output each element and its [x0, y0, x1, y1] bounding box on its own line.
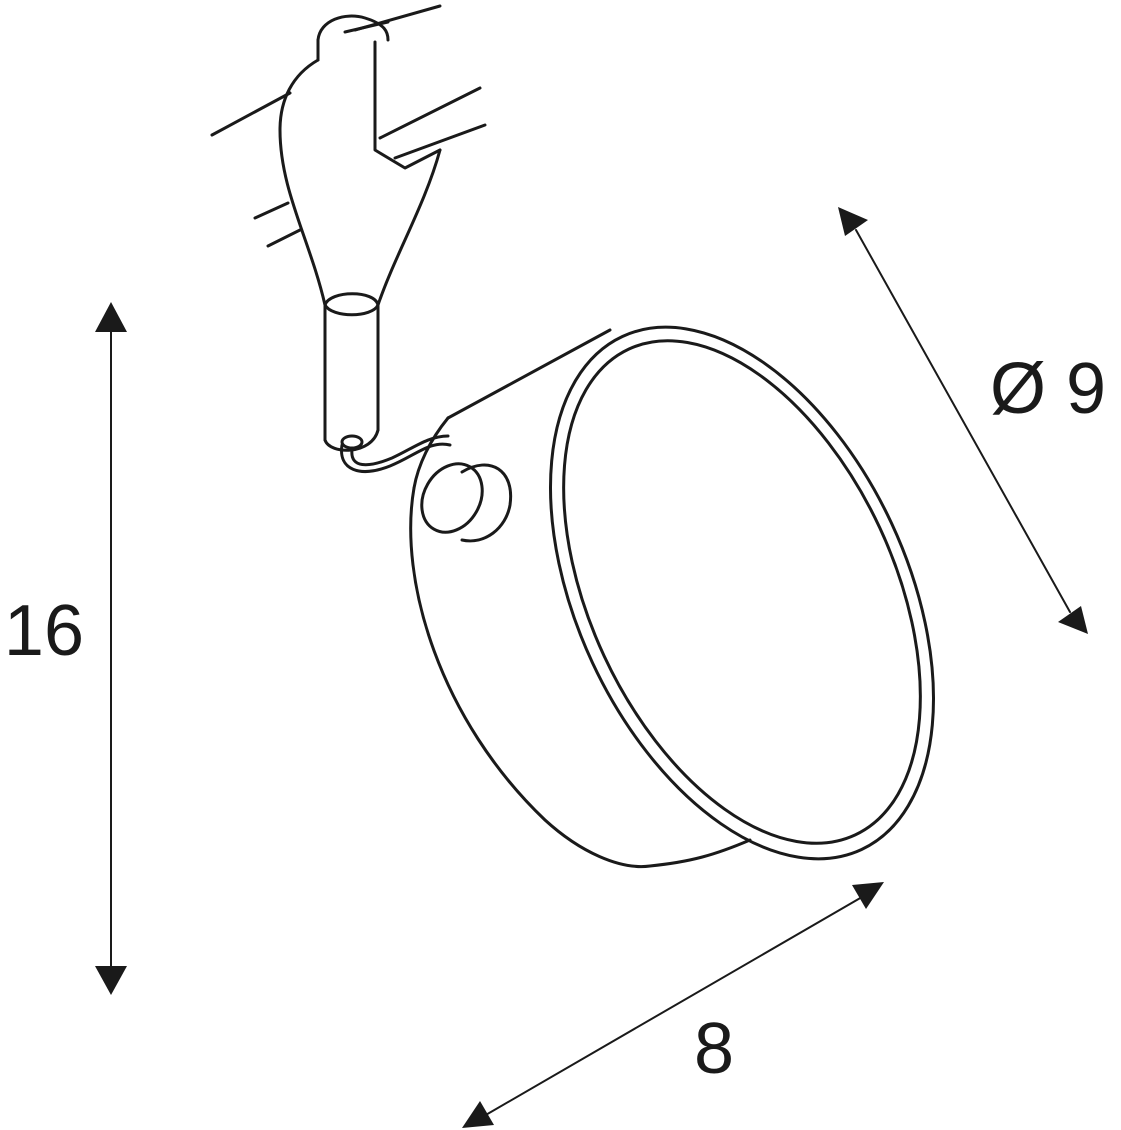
- adjustment-knob: [420, 462, 513, 543]
- diameter-label: Ø 9: [990, 349, 1106, 429]
- cable: [340, 434, 452, 473]
- stem: [323, 292, 380, 452]
- spotlight-front-ring: [549, 325, 935, 861]
- height-arrow-bottom: [95, 966, 127, 995]
- depth-dimension: 8: [462, 882, 884, 1128]
- diameter-dimension: Ø 9: [838, 207, 1106, 634]
- height-label: 16: [4, 591, 84, 671]
- track-rail: [210, 4, 487, 248]
- height-arrow-top: [95, 302, 127, 332]
- diameter-arrow-bottom: [1058, 606, 1088, 634]
- spotlight-body: [409, 328, 752, 869]
- diameter-arrow-top: [838, 207, 868, 236]
- track-adapter: [278, 14, 442, 307]
- height-dimension: 16: [4, 302, 127, 995]
- depth-arrow-right: [852, 882, 884, 909]
- depth-arrow-left: [462, 1101, 494, 1128]
- depth-label: 8: [694, 1009, 734, 1089]
